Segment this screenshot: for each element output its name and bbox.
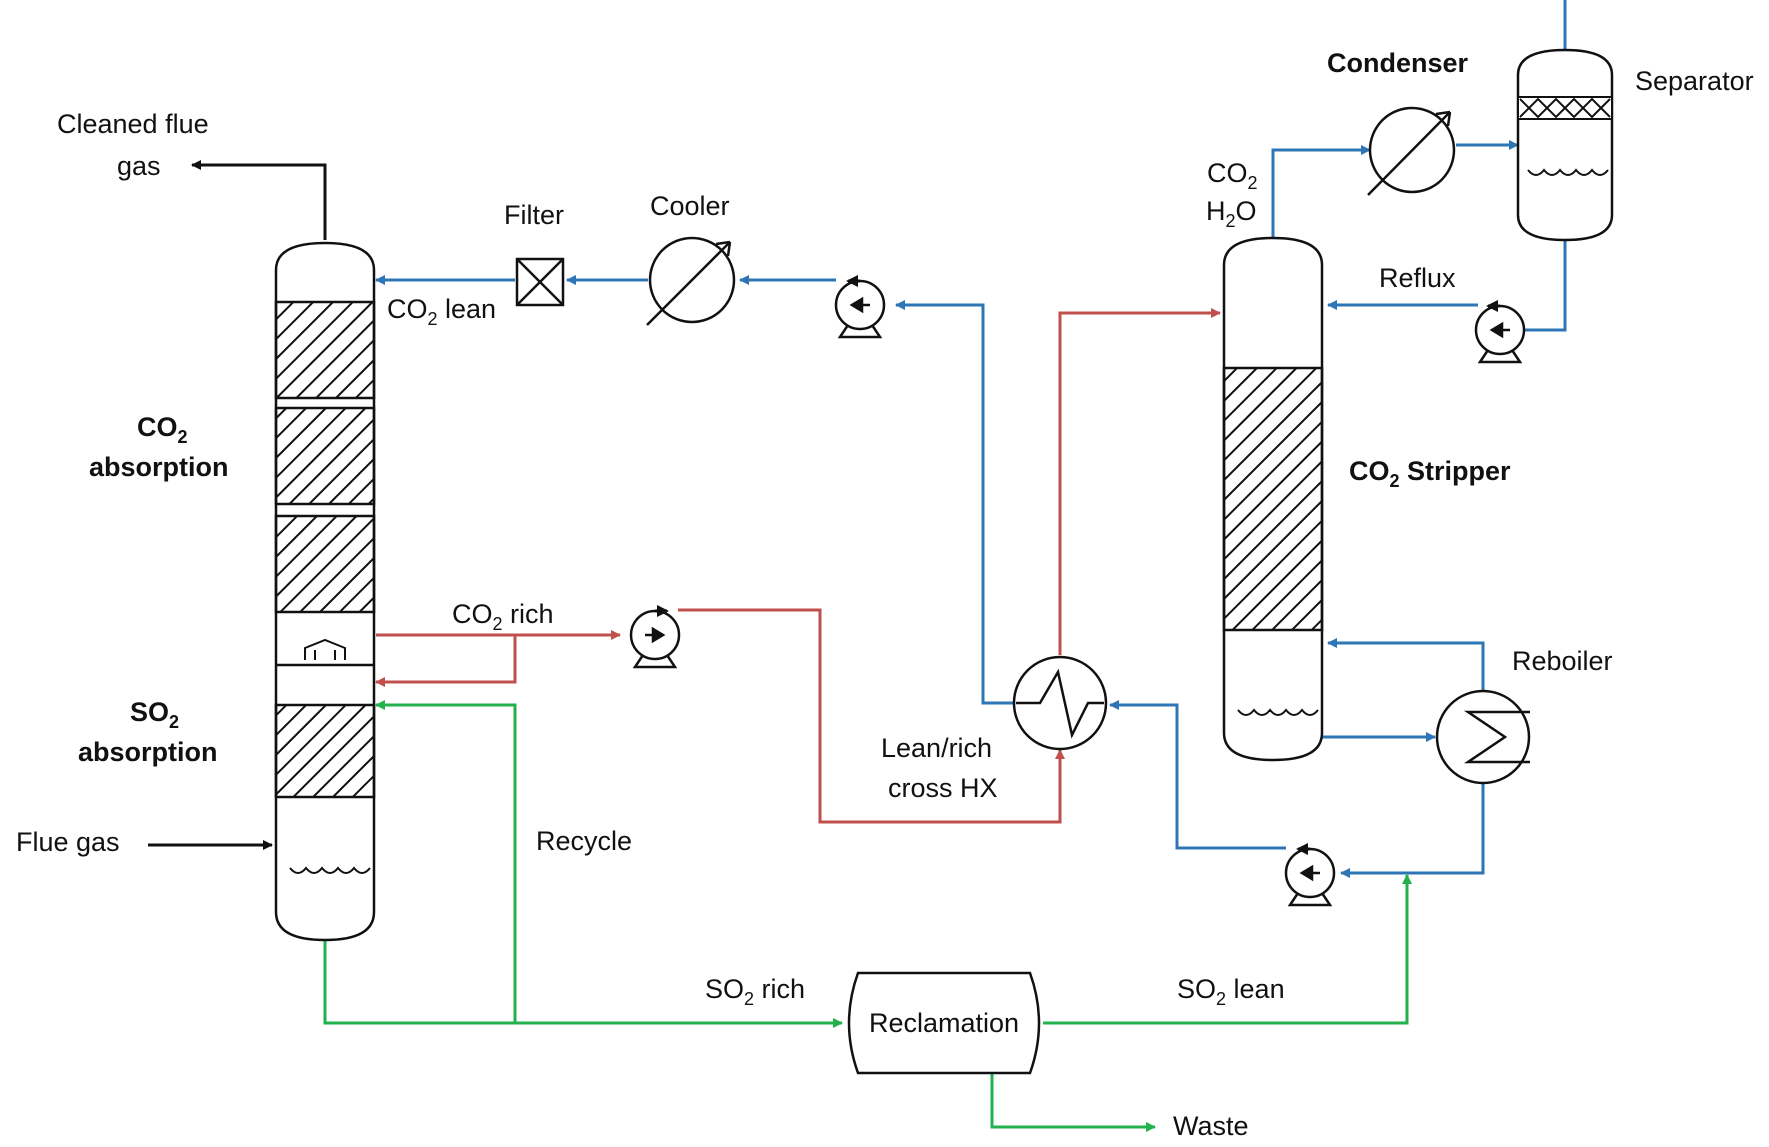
co2-absorption-label-1: CO2	[137, 412, 188, 447]
demister-icon	[1519, 97, 1611, 119]
cleaned-flue-gas-line	[191, 160, 327, 240]
separator-vessel	[1516, 48, 1614, 242]
lean-rich-heat-exchanger-icon	[1012, 655, 1108, 751]
separator-bottom-line	[1521, 240, 1567, 332]
stripper-liquid-level	[1237, 708, 1319, 716]
overhead-co2-label: CO2	[1207, 158, 1258, 193]
lean-solvent-line-to-pump	[895, 300, 1105, 705]
reflux-label: Reflux	[1379, 263, 1456, 293]
so2-lean-label: SO2 lean	[1177, 974, 1285, 1009]
co2-lean-label: CO2 lean	[387, 294, 496, 329]
absorber-packing-2	[274, 406, 376, 506]
reclamation-vessel	[847, 971, 1041, 1075]
so2-absorption-label-2: absorption	[78, 737, 218, 767]
filter-label: Filter	[504, 200, 564, 230]
rich-pump-to-hx-line	[678, 608, 1065, 824]
stripper-packing	[1222, 366, 1324, 632]
co2-rich-label: CO2 rich	[452, 599, 554, 634]
waste-line	[990, 1070, 1156, 1132]
overhead-vapor-line	[1271, 145, 1371, 238]
absorber-liquid-level	[289, 866, 371, 874]
absorber-column	[274, 241, 376, 942]
cleaned-flue-gas-label-2: gas	[117, 151, 161, 181]
cooler-label: Cooler	[650, 191, 730, 221]
co2-rich-recycle-line	[375, 635, 517, 687]
cleaned-flue-gas-label-1: Cleaned flue	[57, 109, 209, 139]
cooler-icon	[646, 236, 736, 326]
reboiler-bottom-line	[1340, 782, 1485, 878]
overhead-h2o-label: H2O	[1206, 196, 1257, 231]
condenser-label: Condenser	[1327, 48, 1469, 78]
so2-lean-line	[1043, 874, 1412, 1025]
lean-pump-icon	[834, 275, 886, 339]
absorber-packing-so2	[274, 703, 376, 799]
lean-rich-hx-label-2: cross HX	[888, 773, 998, 803]
reclamation-label: Reclamation	[869, 1008, 1019, 1038]
reboiler-icon	[1435, 689, 1531, 785]
reboiler-vapor-return-line	[1327, 638, 1485, 690]
stripper-bottoms-pump-icon	[1284, 843, 1336, 907]
lean-rich-hx-label-1: Lean/rich	[881, 733, 992, 763]
lean-pump-to-hx-line	[1109, 700, 1286, 850]
recycle-line	[375, 700, 517, 1023]
waste-label: Waste	[1173, 1111, 1249, 1141]
absorber-packing-1	[274, 300, 376, 400]
reflux-pump-icon	[1474, 300, 1526, 364]
so2-rich-label: SO2 rich	[705, 974, 805, 1009]
rich-pump-icon	[629, 605, 681, 669]
co2-stripper-label: CO2 Stripper	[1349, 456, 1511, 491]
condenser-icon	[1367, 106, 1456, 196]
so2-absorption-label-1: SO2	[130, 697, 179, 732]
chimney-tray-icon	[304, 638, 346, 660]
so2-rich-line	[323, 940, 843, 1028]
flue-gas-label: Flue gas	[16, 827, 120, 857]
absorber-packing-3	[274, 514, 376, 614]
stripper-column	[1222, 236, 1324, 762]
reboiler-label: Reboiler	[1512, 646, 1613, 676]
separator-liquid-level	[1527, 168, 1609, 176]
filter-icon	[515, 257, 565, 307]
recycle-label: Recycle	[536, 826, 632, 856]
separator-label: Separator	[1635, 66, 1754, 96]
hx-to-stripper-line	[1058, 308, 1221, 655]
co2-absorption-label-2: absorption	[89, 452, 229, 482]
